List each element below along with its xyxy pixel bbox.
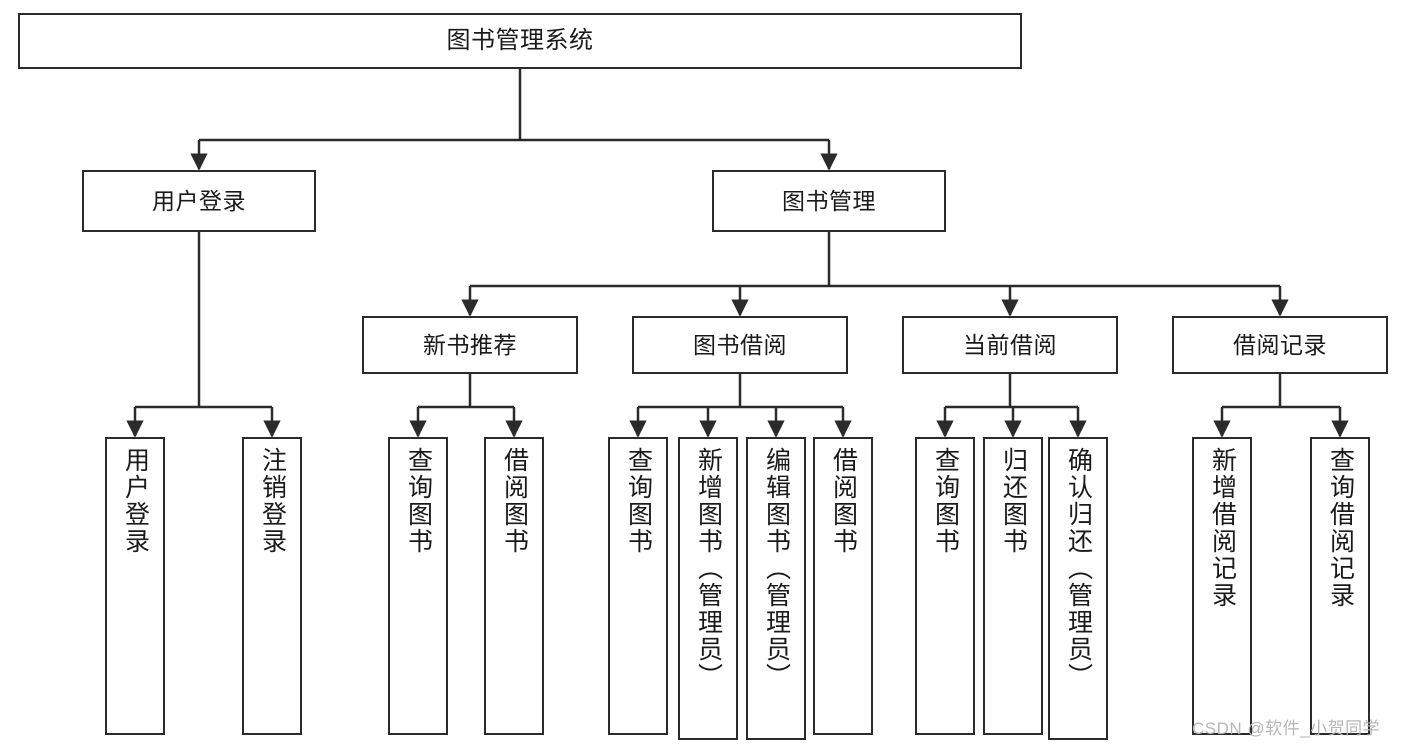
node-label: 查询图书 (624, 447, 653, 555)
node-user-login[interactable]: 用户登录 (82, 170, 316, 232)
node-label: 归还图书 (999, 447, 1028, 555)
node-label: 借阅图书 (829, 447, 858, 555)
node-leaf-add-record[interactable]: 新增借阅记录 (1192, 437, 1252, 735)
node-label: 用户登录 (121, 447, 150, 555)
node-label: 当前借阅 (963, 331, 1057, 358)
node-leaf-query-book-3[interactable]: 查询图书 (915, 437, 975, 735)
node-current-borrow[interactable]: 当前借阅 (902, 316, 1118, 374)
node-leaf-edit-book[interactable]: 编辑图书（管理员） (746, 437, 806, 740)
node-label: 图书借阅 (693, 331, 787, 358)
node-leaf-confirm-ret[interactable]: 确认归还（管理员） (1048, 437, 1108, 740)
csdn-watermark: CSDN @软件_小贺同学 (1192, 719, 1381, 738)
node-label: 注销登录 (258, 447, 287, 555)
node-label: 借阅图书 (500, 447, 529, 555)
node-leaf-user-login[interactable]: 用户登录 (105, 437, 165, 735)
node-borrow-record[interactable]: 借阅记录 (1172, 316, 1388, 374)
node-leaf-logout[interactable]: 注销登录 (242, 437, 302, 735)
node-book-manage[interactable]: 图书管理 (712, 170, 946, 232)
node-label: 新增借阅记录 (1208, 447, 1237, 609)
node-root[interactable]: 图书管理系统 (18, 13, 1022, 69)
node-leaf-add-book[interactable]: 新增图书（管理员） (678, 437, 738, 740)
node-leaf-return-book[interactable]: 归还图书 (983, 437, 1043, 735)
node-new-book-rec[interactable]: 新书推荐 (362, 316, 578, 374)
node-leaf-query-book-1[interactable]: 查询图书 (388, 437, 448, 735)
node-label: 新书推荐 (423, 331, 517, 358)
node-label: 查询借阅记录 (1326, 447, 1355, 609)
node-book-borrow[interactable]: 图书借阅 (632, 316, 848, 374)
node-label: 图书管理系统 (446, 27, 594, 55)
node-label: 借阅记录 (1233, 331, 1327, 358)
node-leaf-query-record[interactable]: 查询借阅记录 (1310, 437, 1370, 735)
node-label: 查询图书 (404, 447, 433, 555)
node-label: 新增图书（管理员） (694, 447, 723, 690)
node-label: 编辑图书（管理员） (762, 447, 791, 690)
node-leaf-borrow-book-1[interactable]: 借阅图书 (484, 437, 544, 735)
node-label: 确认归还（管理员） (1064, 447, 1093, 690)
node-label: 用户登录 (152, 187, 246, 214)
node-leaf-query-book-2[interactable]: 查询图书 (608, 437, 668, 735)
node-leaf-borrow-book-2[interactable]: 借阅图书 (813, 437, 873, 735)
node-label: 查询图书 (931, 447, 960, 555)
node-label: 图书管理 (782, 187, 876, 214)
